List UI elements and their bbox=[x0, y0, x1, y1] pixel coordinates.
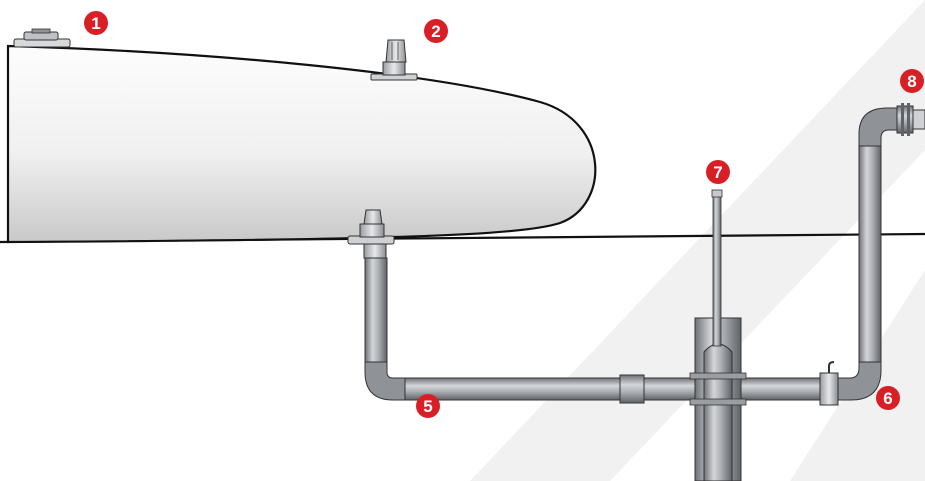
vent-fitting bbox=[370, 39, 418, 81]
outlet-pipe-vertical bbox=[364, 257, 388, 369]
riser-pipe bbox=[858, 139, 882, 363]
top-fitting bbox=[13, 28, 71, 48]
inlet-coupling bbox=[896, 103, 925, 136]
svg-text:5: 5 bbox=[423, 397, 432, 416]
svg-text:8: 8 bbox=[907, 72, 916, 91]
svg-text:6: 6 bbox=[883, 389, 892, 408]
svg-text:2: 2 bbox=[431, 22, 440, 41]
main-pipe-horizontal bbox=[404, 377, 831, 401]
valve-handle bbox=[828, 361, 835, 373]
svg-text:7: 7 bbox=[713, 163, 722, 182]
callout-badge-6: 6 bbox=[876, 386, 900, 410]
callout-badge-1: 1 bbox=[84, 11, 108, 35]
callout-badge-8: 8 bbox=[900, 69, 924, 93]
callout-badge-2: 2 bbox=[424, 19, 448, 43]
svg-text:1: 1 bbox=[91, 14, 100, 33]
valve-body bbox=[819, 372, 839, 406]
lower-elbow-left bbox=[364, 361, 406, 401]
pipe-coupling bbox=[619, 374, 645, 404]
outlet-fitting bbox=[347, 209, 395, 259]
callout-badge-7: 7 bbox=[706, 160, 730, 184]
callout-badge-5: 5 bbox=[416, 394, 440, 418]
tank-body bbox=[6, 44, 597, 244]
dip-rod bbox=[711, 189, 723, 347]
